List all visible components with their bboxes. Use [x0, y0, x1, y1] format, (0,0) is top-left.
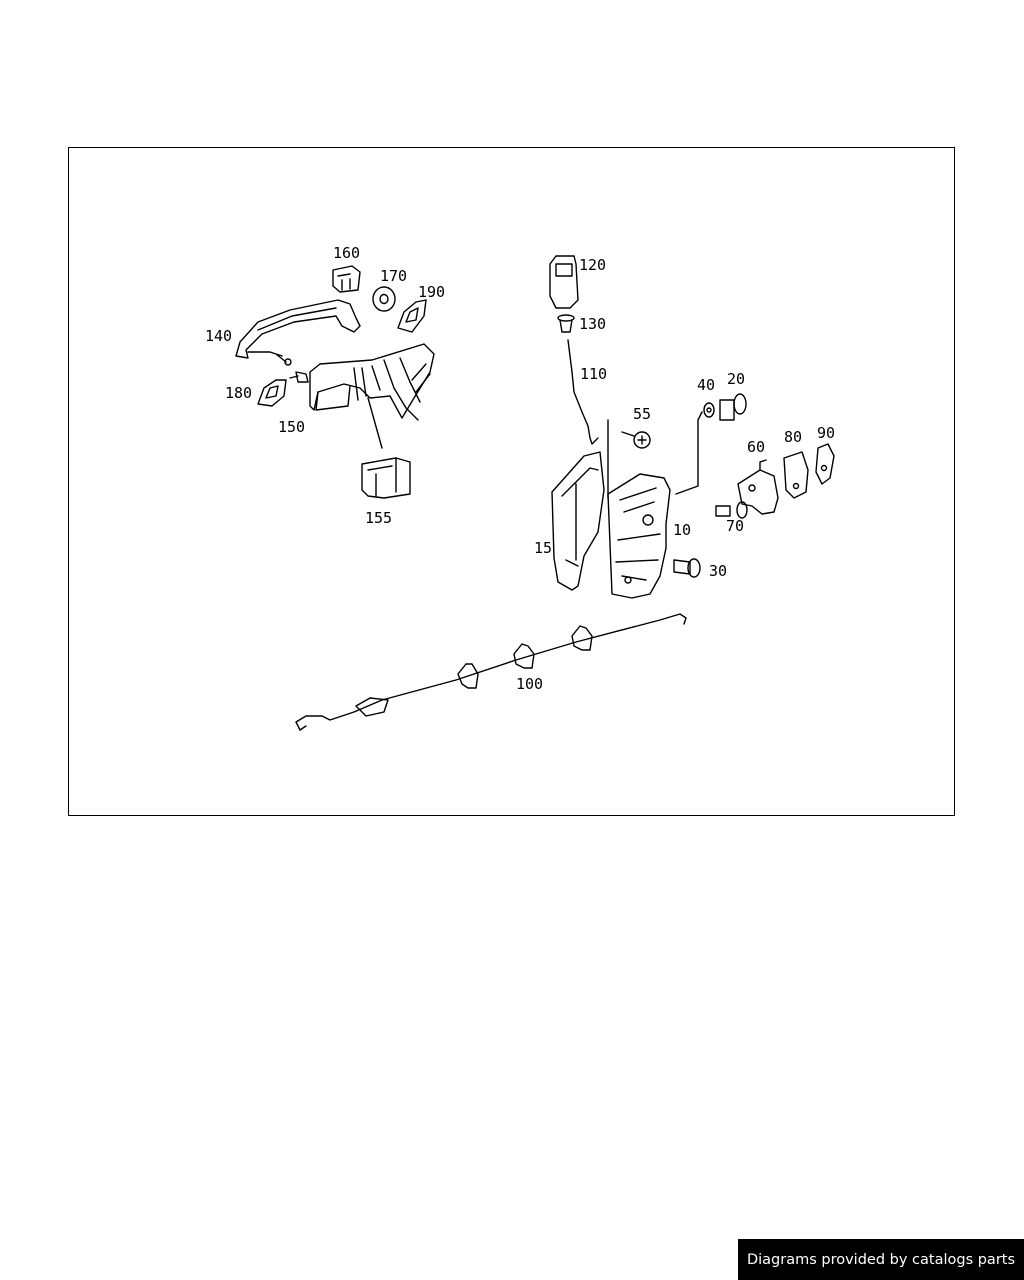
- label-20: 20: [727, 370, 745, 388]
- label-170: 170: [380, 267, 407, 285]
- label-100: 100: [516, 675, 543, 693]
- part-130-bushing: [557, 314, 575, 333]
- cable-grommet-1: [457, 663, 479, 689]
- part-190-gasket: [397, 299, 427, 333]
- part-110-rod: [567, 339, 599, 445]
- label-130: 130: [579, 315, 606, 333]
- footer-credit: Diagrams provided by catalogs parts: [738, 1239, 1024, 1280]
- label-190: 190: [418, 283, 445, 301]
- label-140: 140: [205, 327, 232, 345]
- label-120: 120: [579, 256, 606, 274]
- label-90: 90: [817, 424, 835, 442]
- part-150-lead-line: [367, 397, 383, 449]
- part-180-gasket: [257, 379, 287, 407]
- part-80-shim: [783, 451, 809, 499]
- part-20-screw: [719, 393, 747, 421]
- part-90-plate: [815, 443, 835, 485]
- label-55: 55: [633, 405, 651, 423]
- part-150-handle-carrier: [289, 343, 435, 421]
- label-160: 160: [333, 244, 360, 262]
- label-180: 180: [225, 384, 252, 402]
- part-10-door-lock: [607, 411, 703, 599]
- diagram-frame: [68, 147, 955, 816]
- label-15: 15: [534, 539, 552, 557]
- label-40: 40: [697, 376, 715, 394]
- label-150: 150: [278, 418, 305, 436]
- part-160-clip: [332, 265, 361, 293]
- label-30: 30: [709, 562, 727, 580]
- label-80: 80: [784, 428, 802, 446]
- part-60-striker: [737, 459, 779, 515]
- label-70: 70: [726, 517, 744, 535]
- part-155-cover: [361, 457, 411, 499]
- part-55-screw: [607, 419, 651, 499]
- label-10: 10: [673, 521, 691, 539]
- label-155: 155: [365, 509, 392, 527]
- part-15-lock-cover: [551, 451, 605, 591]
- part-40-washer: [703, 402, 715, 418]
- label-60: 60: [747, 438, 765, 456]
- part-170-grommet: [372, 286, 396, 312]
- cable-grommet-3: [571, 625, 593, 651]
- part-120-lock-knob: [549, 255, 579, 309]
- part-30-bolt: [673, 558, 701, 578]
- label-110: 110: [580, 365, 607, 383]
- part-100-cable: [295, 613, 687, 731]
- part-140-outer-handle: [235, 299, 361, 366]
- cable-grommet-2: [513, 643, 535, 669]
